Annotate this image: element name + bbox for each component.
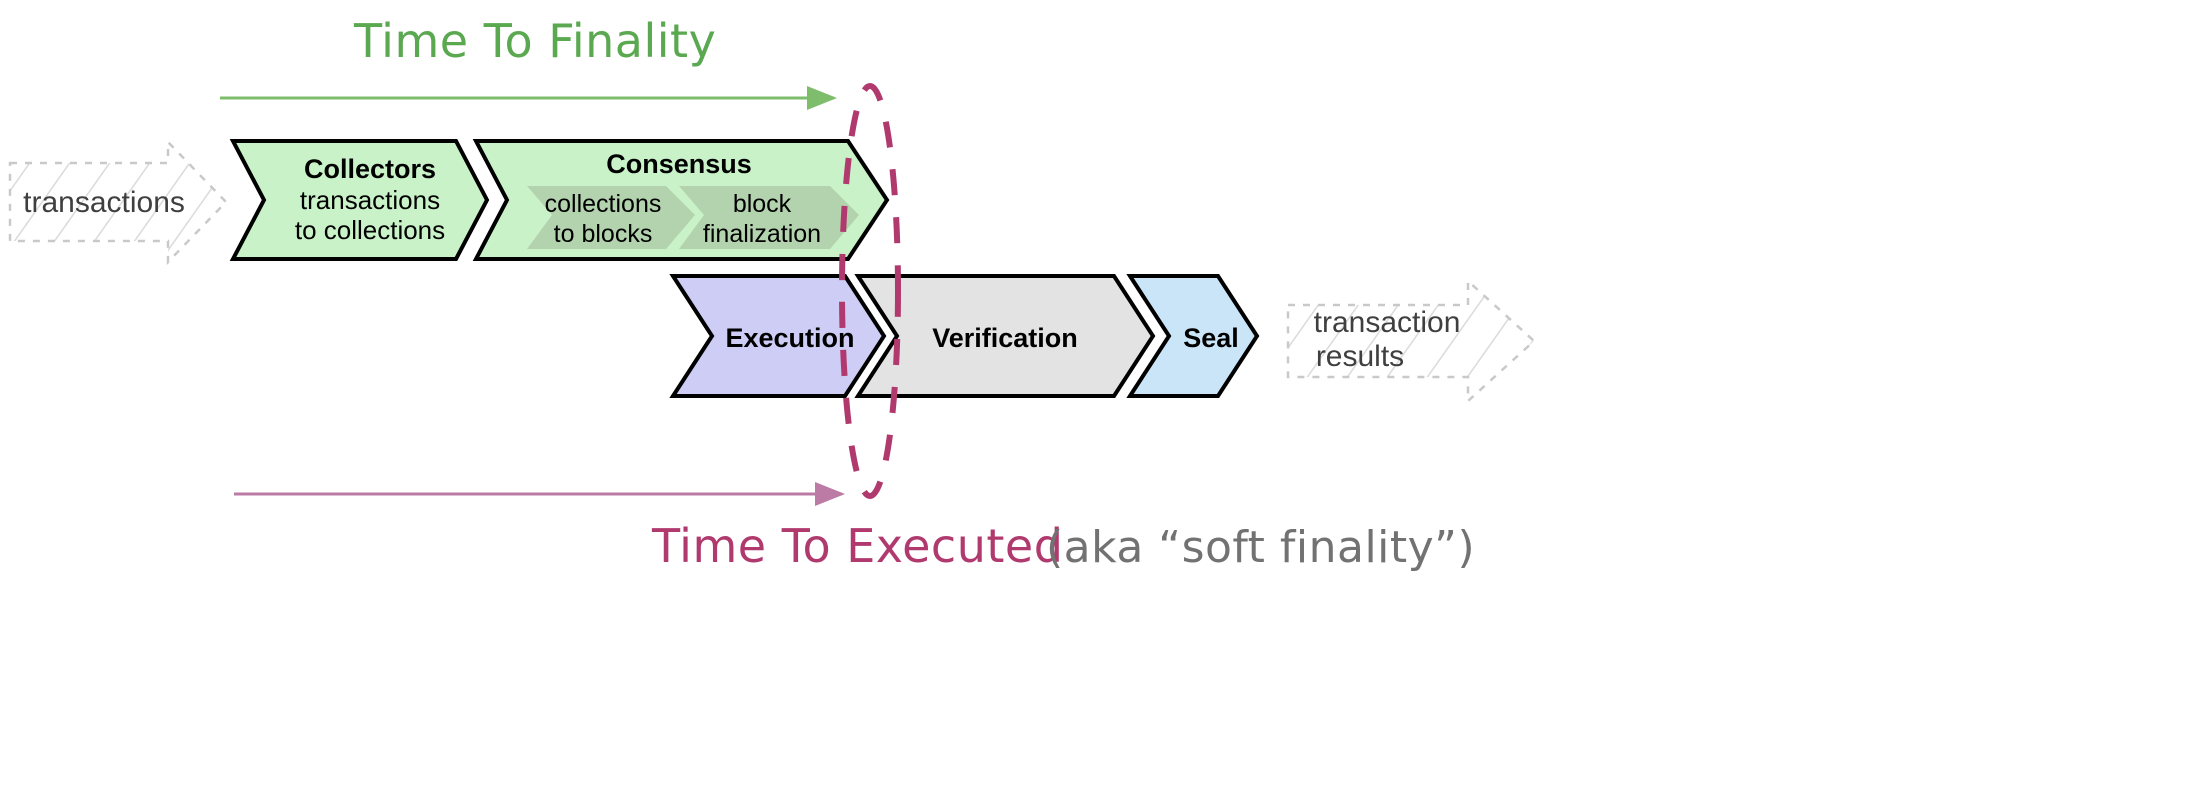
collectors-subtitle-line1: transactions	[300, 185, 440, 215]
seal-chevron-shape	[1126, 274, 1260, 398]
block-finalization-line1: block	[733, 190, 792, 218]
time-to-executed-label: Time To Executed	[651, 519, 1063, 573]
transactions-arrow-outline	[8, 138, 228, 266]
transaction-results-label-line2: results	[1316, 340, 1404, 373]
stage-verification[interactable]: Verification	[854, 274, 1156, 398]
block-finalization-line2: finalization	[703, 220, 821, 248]
substage-collections-to-blocks[interactable]: collections to blocks	[527, 186, 695, 249]
transaction-results-arrow-outline	[1286, 278, 1536, 404]
time-to-finality-annotation: Time To Finality	[220, 14, 837, 110]
collections-to-blocks-shape	[527, 186, 695, 249]
block-finalization-shape	[679, 186, 859, 249]
time-to-executed-annotation: Time To Executed (aka “soft finality”)	[234, 482, 1475, 573]
stage-collectors[interactable]: Collectors transactions to collections	[229, 139, 490, 261]
finality-boundary-ellipse	[839, 83, 901, 499]
collections-to-blocks-line2: to blocks	[554, 220, 653, 248]
substage-block-finalization[interactable]: block finalization	[679, 186, 859, 249]
soft-finality-note: (aka “soft finality”)	[1046, 522, 1475, 573]
time-to-finality-label: Time To Finality	[353, 14, 716, 68]
verification-title: Verification	[932, 323, 1078, 353]
collections-to-blocks-line1: collections	[545, 190, 662, 218]
collectors-title: Collectors	[304, 154, 436, 184]
collectors-subtitle-line2: to collections	[295, 215, 445, 245]
transactions-input-label: transactions	[23, 186, 185, 219]
verification-chevron-shape	[854, 274, 1156, 398]
collectors-chevron-shape	[229, 139, 490, 261]
stage-consensus[interactable]: Consensus collections to blocks block fi…	[472, 139, 890, 261]
transaction-results-label-line1: transaction	[1314, 306, 1461, 339]
consensus-title: Consensus	[606, 149, 752, 179]
seal-title: Seal	[1183, 323, 1239, 353]
execution-title: Execution	[725, 323, 854, 353]
stage-seal[interactable]: Seal	[1126, 274, 1260, 398]
